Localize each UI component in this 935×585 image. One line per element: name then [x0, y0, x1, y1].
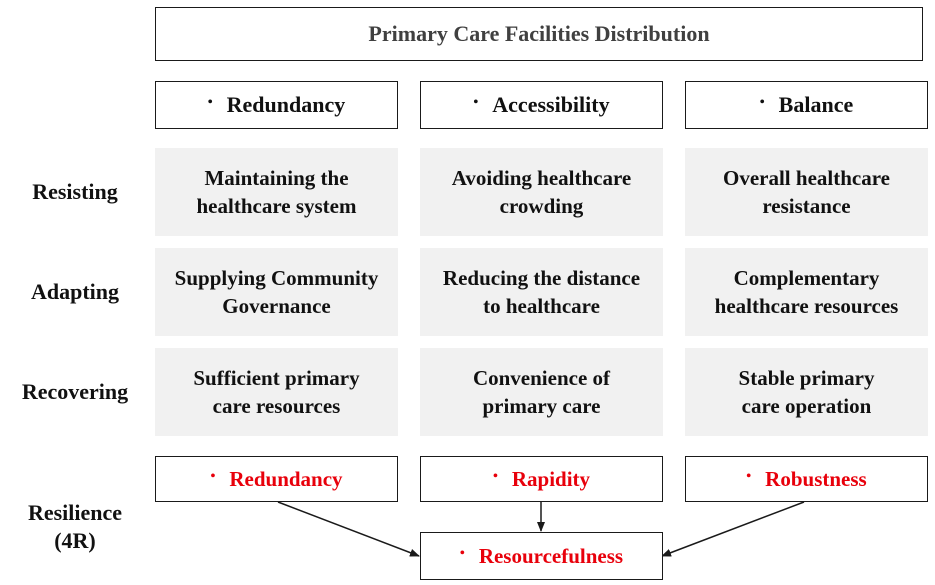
cell-text-line: to healthcare [483, 294, 600, 318]
cell-resisting-balance: Overall healthcare resistance [685, 148, 928, 236]
cell-text-line: Avoiding healthcare [451, 166, 632, 190]
bullet-icon: • [210, 469, 216, 484]
resilience-item-label: Rapidity [511, 466, 591, 491]
resilience-item-label: Redundancy [229, 466, 343, 491]
cell-text-line: Convenience of [472, 366, 611, 390]
column-header-label: Balance [778, 92, 854, 117]
resilience-item-rapidity: • Rapidity [420, 456, 663, 502]
cell-recovering-balance: Stable primary care operation [685, 348, 928, 436]
bullet-icon: • [459, 546, 465, 561]
cell-text-line: Complementary [733, 266, 880, 290]
cell-text-line: Stable primary [738, 366, 875, 390]
cell-text-line: Reducing the distance [442, 266, 641, 290]
cell-text-line: healthcare resources [714, 294, 899, 318]
row-label-adapting: Adapting [30, 279, 120, 304]
row-label-recovering: Recovering [21, 379, 129, 404]
bullet-icon: • [473, 95, 479, 110]
arrow-robustness-to-resourcefulness [661, 501, 805, 557]
cell-resisting-accessibility: Avoiding healthcare crowding [420, 148, 663, 236]
cell-adapting-accessibility: Reducing the distance to healthcare [420, 248, 663, 336]
cell-resisting-redundancy: Maintaining the healthcare system [155, 148, 398, 236]
cell-text-line: Governance [222, 294, 331, 318]
cell-adapting-redundancy: Supplying Community Governance [155, 248, 398, 336]
row-label-resilience: Resilience (4R) [0, 496, 150, 558]
cell-text-line: Maintaining the [204, 166, 349, 190]
cell-text-line: resistance [762, 194, 851, 218]
cell-text-line: Sufficient primary [193, 366, 360, 390]
bullet-icon: • [746, 469, 752, 484]
cell-recovering-accessibility: Convenience of primary care [420, 348, 663, 436]
cell-text-line: care resources [212, 394, 341, 418]
column-header-balance: • Balance [685, 81, 928, 129]
bullet-icon: • [759, 95, 765, 110]
cell-text-line: primary care [482, 394, 601, 418]
resilience-label-line: (4R) [54, 528, 96, 553]
resilience-label-line: Resilience [27, 500, 123, 525]
cell-text-line: healthcare system [196, 194, 357, 218]
bullet-icon: • [492, 469, 498, 484]
row-label-resisting: Resisting [32, 179, 118, 204]
cell-text-line: care operation [741, 394, 872, 418]
resilience-item-label: Robustness [765, 466, 867, 491]
diagram-title: Primary Care Facilities Distribution [155, 7, 923, 61]
column-header-label: Redundancy [226, 92, 346, 117]
arrow-redundancy-to-resourcefulness [277, 501, 420, 557]
cell-text-line: crowding [499, 194, 584, 218]
cell-recovering-redundancy: Sufficient primary care resources [155, 348, 398, 436]
cell-text-line: Overall healthcare [723, 166, 890, 190]
resilience-result-label: Resourcefulness [478, 543, 624, 568]
cell-adapting-balance: Complementary healthcare resources [685, 248, 928, 336]
resilience-result-resourcefulness: • Resourcefulness [420, 532, 663, 580]
diagram-title-text: Primary Care Facilities Distribution [368, 21, 710, 46]
column-header-label: Accessibility [492, 92, 610, 117]
column-header-redundancy: • Redundancy [155, 81, 398, 129]
column-header-accessibility: • Accessibility [420, 81, 663, 129]
bullet-icon: • [207, 95, 213, 110]
cell-text-line: Supplying Community [174, 266, 379, 290]
resilience-item-redundancy: • Redundancy [155, 456, 398, 502]
resilience-item-robustness: • Robustness [685, 456, 928, 502]
